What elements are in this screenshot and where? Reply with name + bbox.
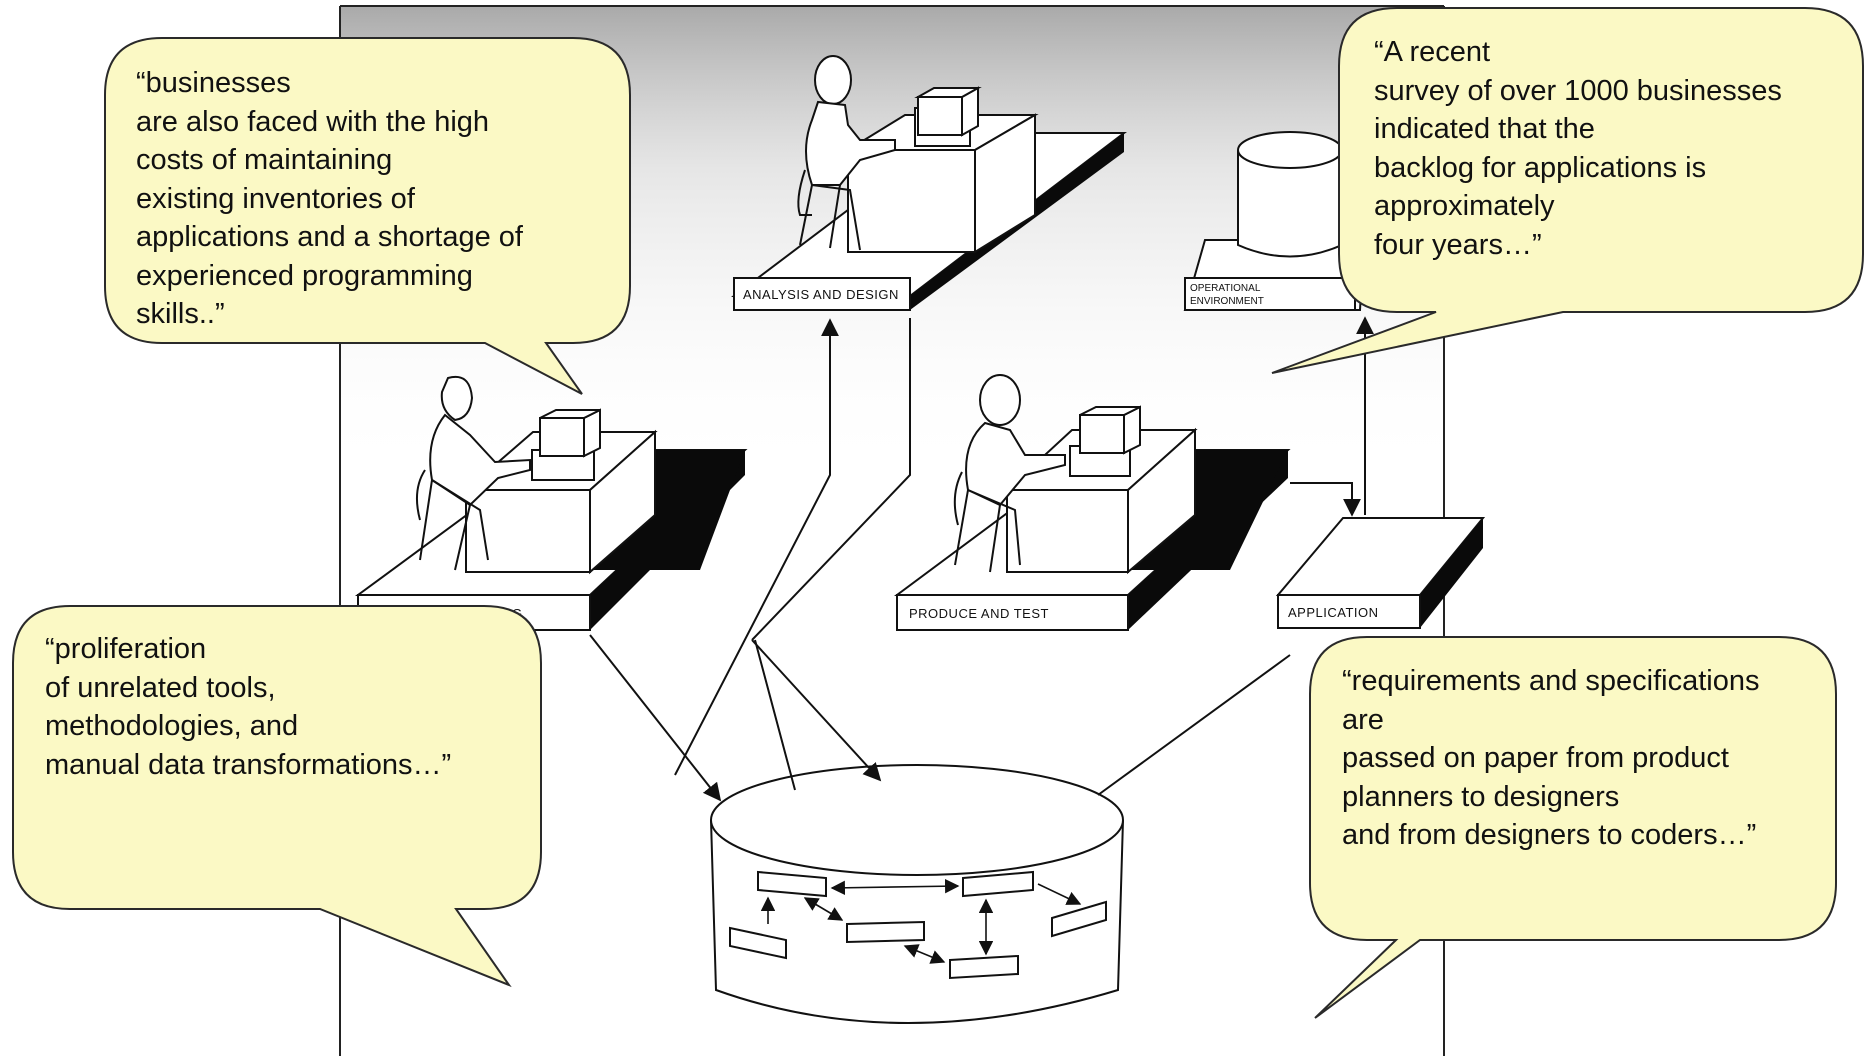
platform-front [1277,594,1421,629]
flow-line-mid [754,639,796,791]
worker-man-right [953,374,1066,573]
repository-links [760,879,1082,964]
platform-shadow [1420,518,1483,628]
platform-label-produce: PRODUCE AND TEST [909,606,1049,621]
entity-box [962,870,1034,898]
platform-front [733,277,911,311]
quote-application-backlog: “A recent survey of over 1000 businesses… [1374,36,1782,261]
database-cylinder-icon [710,764,1124,1024]
flow-arrow-planning-to-repository [589,634,722,802]
cylinder-icon [1237,131,1343,258]
flow-arrows [589,316,1374,802]
computer-icon [1069,405,1141,477]
bubble-shape-top-left [104,37,631,395]
callout-bubbles [12,7,1864,1019]
entity-box [846,920,925,944]
flow-arrow-to-repository [751,639,882,782]
application-station: APPLICATION [1275,517,1486,629]
worker-woman-left [415,376,531,571]
quote-maintenance-costs: “businesses are also faced with the high… [136,67,523,330]
platform-front [896,594,1129,631]
desk-shadow [590,450,745,570]
platform-label-operational-2: ENVIRONMENT [1190,296,1264,307]
entity-box [729,926,787,960]
quote-paper-requirements: “requirements and specifications are pas… [1342,665,1760,851]
produce-test-station: PRODUCE AND TEST [893,374,1291,631]
flow-arrow-to-application [1290,482,1361,517]
computer-icon [531,408,601,481]
desk [847,149,976,253]
desk [1006,489,1129,573]
desk-side [589,429,656,575]
flow-line-from-analysis [751,318,911,641]
worker-man-top [797,55,896,251]
analysis-design-station: ANALYSIS AND DESIGN [731,55,1127,311]
platform-label-application: APPLICATION [1288,605,1379,620]
computer-icon [914,86,982,147]
entity-box [949,954,1019,980]
platform-label-operational-1: OPERATIONAL [1190,283,1261,294]
bubble-shape-top-right [1271,7,1864,374]
platform-front [1184,277,1356,311]
bubble-shape-bottom-left [12,605,542,988]
desk-side [974,113,1036,254]
entity-box [757,870,827,898]
platform-label-analysis: ANALYSIS AND DESIGN [743,287,899,302]
repository-entities [729,870,1107,980]
quote-tool-proliferation: “proliferation of unrelated tools, metho… [45,633,452,781]
flow-line-repository-right [1097,654,1291,796]
desk-side [1127,427,1196,575]
operational-environment-station: OPERATIONAL ENVIRONMENT [1183,131,1366,311]
desk [465,489,591,573]
entity-box [1051,900,1107,938]
bubble-shape-bottom-right [1309,636,1837,1019]
desk-shadow [1128,450,1288,570]
flow-arrow-to-analysis [674,318,839,776]
planning-station: G [354,376,748,631]
